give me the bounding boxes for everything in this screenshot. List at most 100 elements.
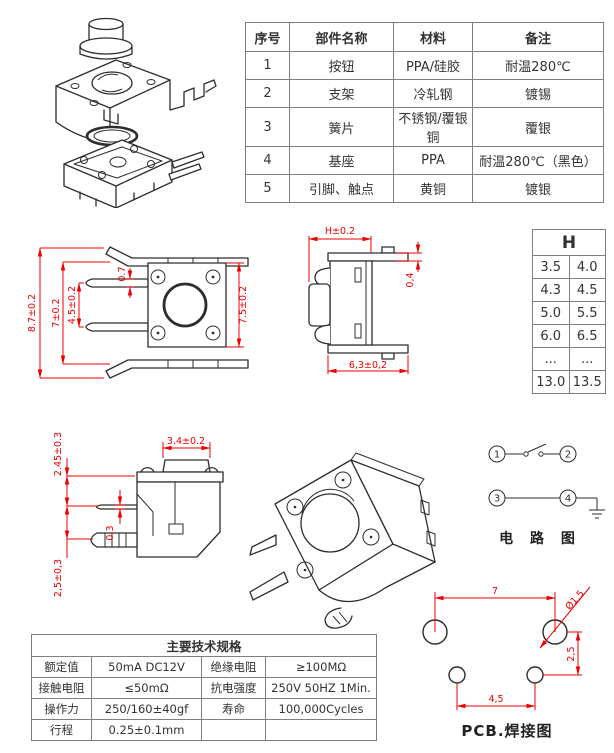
dim-bracket-span: 7±0.2 xyxy=(51,298,62,327)
spec-value xyxy=(264,719,378,741)
bracket-part xyxy=(55,59,217,145)
terminal-1-label: 1 xyxy=(494,450,500,461)
dim-plate-thickness: 0,4 xyxy=(405,272,416,287)
h-value: 6.0 xyxy=(532,324,570,348)
col-header-index: 序号 xyxy=(245,22,290,52)
cell-part-name: 基座 xyxy=(289,146,394,175)
table-row: 额定值 50mA DC12V 绝缘电阻 ≥100MΩ xyxy=(31,656,378,678)
dim-pin-pitch: 4.5±0.2 xyxy=(67,286,78,324)
terminal-3: 3 xyxy=(488,489,506,507)
h-value: 13.5 xyxy=(568,370,606,394)
switch-contact-symbol xyxy=(505,443,560,457)
terminal-2-label: 2 xyxy=(565,450,571,461)
pcb-diagram-caption: PCB.焊接图 xyxy=(461,722,553,740)
side-dimension-view: H±0.2 0,4 6,3±0,2 xyxy=(308,226,422,374)
front-view-dimensions: 8.7±0.2 7±0.2 4.5±0.2 0.7 7.5±0.2 xyxy=(27,247,249,379)
spec-label: 绝缘电阻 xyxy=(201,656,266,678)
table-row: 5.0 5.5 xyxy=(532,301,606,325)
parts-table: 序号 部件名称 材料 备注 1 按钮 PPA/硅胶 耐温280℃ 2 支架 冷轧… xyxy=(245,22,604,203)
ground-symbol xyxy=(505,497,605,519)
spec-label: 寿命 xyxy=(201,698,266,720)
circuit-diagram: 1 2 3 4 xyxy=(488,443,605,519)
col-header-part-name: 部件名称 xyxy=(289,22,394,52)
col-header-material: 材料 xyxy=(393,22,473,52)
dim-total-height: 8.7±0.2 xyxy=(27,294,38,332)
cell-material: PPA/硅胶 xyxy=(393,51,473,80)
terminal-4-label: 4 xyxy=(565,494,571,505)
table-row: 13.0 13.5 xyxy=(532,370,606,394)
dim-overall-height: H±0.2 xyxy=(325,226,355,237)
switch-isometric-outline xyxy=(249,452,436,629)
table-row: 2 支架 冷轧钢 镀锡 xyxy=(245,79,604,108)
dim-pin-pitch-2: 2,5±0,3 xyxy=(53,559,64,597)
table-row: 接触电阻 ≤50mΩ 抗电强度 250V 50HZ 1Min. xyxy=(31,677,378,699)
profile-dimension-view: 2.45±0.3 2,5±0,3 3.4±0.2 0,3 xyxy=(53,432,224,597)
cell-index: 2 xyxy=(245,79,290,108)
cell-part-name: 引脚、触点 xyxy=(289,174,394,203)
table-row: 3 簧片 不锈钢/覆银铜 覆银 xyxy=(245,107,604,147)
h-value: 5.0 xyxy=(532,301,570,325)
exploded-view-drawing xyxy=(55,17,217,208)
spec-value: ≤50mΩ xyxy=(91,677,202,699)
table-row: ... ... xyxy=(532,347,606,371)
dim-pitch-bottom: 4,5 xyxy=(488,694,503,705)
h-value: 4.3 xyxy=(532,278,570,302)
side-view-dimensions: H±0.2 0,4 6,3±0,2 xyxy=(308,226,422,374)
cell-material: 黄铜 xyxy=(393,174,473,203)
cell-remark: 镀锡 xyxy=(472,79,604,108)
cell-material: 不锈钢/覆银铜 xyxy=(393,107,473,147)
spec-value: 0.25±0.1mm xyxy=(91,719,202,741)
spec-label: 行程 xyxy=(31,719,92,741)
spec-label: 接触电阻 xyxy=(31,677,92,699)
spec-value: 250V 50HZ 1Min. xyxy=(264,677,378,699)
switch-profile-outline xyxy=(90,459,224,558)
spec-value: ≥100MΩ xyxy=(264,656,378,678)
cell-remark: 耐温280℃ xyxy=(472,51,604,80)
pcb-dimensions: 7 Ø1,5 2,5 4,5 xyxy=(434,586,591,710)
front-dimension-view: 8.7±0.2 7±0.2 4.5±0.2 0.7 7.5±0.2 xyxy=(27,246,249,379)
parts-table-header-row: 序号 部件名称 材料 备注 xyxy=(245,22,604,52)
h-value: ... xyxy=(568,347,606,371)
table-row: 5 引脚、触点 黄铜 镀银 xyxy=(245,174,604,203)
h-value: 3.5 xyxy=(532,255,570,279)
dim-pitch-top: 7 xyxy=(492,586,498,597)
h-value: 4.0 xyxy=(568,255,606,279)
col-header-remark: 备注 xyxy=(472,22,604,52)
profile-view-dimensions: 2.45±0.3 2,5±0,3 3.4±0.2 0,3 xyxy=(53,432,211,597)
dim-hole-diameter: Ø1,5 xyxy=(563,588,586,612)
h-value: 6.5 xyxy=(568,324,606,348)
dim-base-width: 6,3±0,2 xyxy=(349,360,387,371)
spec-label: 额定值 xyxy=(31,656,92,678)
specs-table-title: 主要技术规格 xyxy=(30,634,378,657)
cell-index: 1 xyxy=(245,51,290,80)
isometric-view-drawing xyxy=(249,452,436,629)
dim-stem-width: 3.4±0.2 xyxy=(167,436,205,447)
terminal-2: 2 xyxy=(559,445,577,463)
circuit-diagram-caption: 电 路 图 xyxy=(499,531,581,547)
pcb-solder-pattern: 7 Ø1,5 2,5 4,5 xyxy=(422,586,591,710)
h-table-header: H xyxy=(532,229,606,256)
table-row: 4.3 4.5 xyxy=(532,278,606,302)
height-options-table: H 3.5 4.0 4.3 4.5 5.0 5.5 6.0 6.5 ... ..… xyxy=(532,229,606,394)
cell-part-name: 按钮 xyxy=(289,51,394,80)
table-row: 6.0 6.5 xyxy=(532,324,606,348)
cell-index: 3 xyxy=(245,107,290,147)
cell-part-name: 簧片 xyxy=(289,107,394,147)
cell-remark: 镀银 xyxy=(472,174,604,203)
terminal-3-label: 3 xyxy=(494,494,500,505)
spec-value: 250/160±40gf xyxy=(91,698,202,720)
terminal-4: 4 xyxy=(559,489,577,507)
cell-material: 冷轧钢 xyxy=(393,79,473,108)
spec-label xyxy=(201,719,266,741)
table-row: 行程 0.25±0.1mm xyxy=(31,719,378,741)
dim-pin-width: 0.7 xyxy=(117,266,128,281)
specs-table: 主要技术规格 额定值 50mA DC12V 绝缘电阻 ≥100MΩ 接触电阻 ≤… xyxy=(30,634,378,741)
dim-pitch-side: 2,5 xyxy=(566,646,577,661)
table-row: 4 基座 PPA 耐温280℃（黑色） xyxy=(245,146,604,175)
spec-label: 操作力 xyxy=(31,698,92,720)
dim-cap-to-pin: 2.45±0.3 xyxy=(53,432,64,476)
h-value: 13.0 xyxy=(532,370,570,394)
dim-body-size: 7.5±0.2 xyxy=(238,286,249,324)
spec-value: 100,000Cycles xyxy=(264,698,378,720)
cell-index: 5 xyxy=(245,174,290,203)
